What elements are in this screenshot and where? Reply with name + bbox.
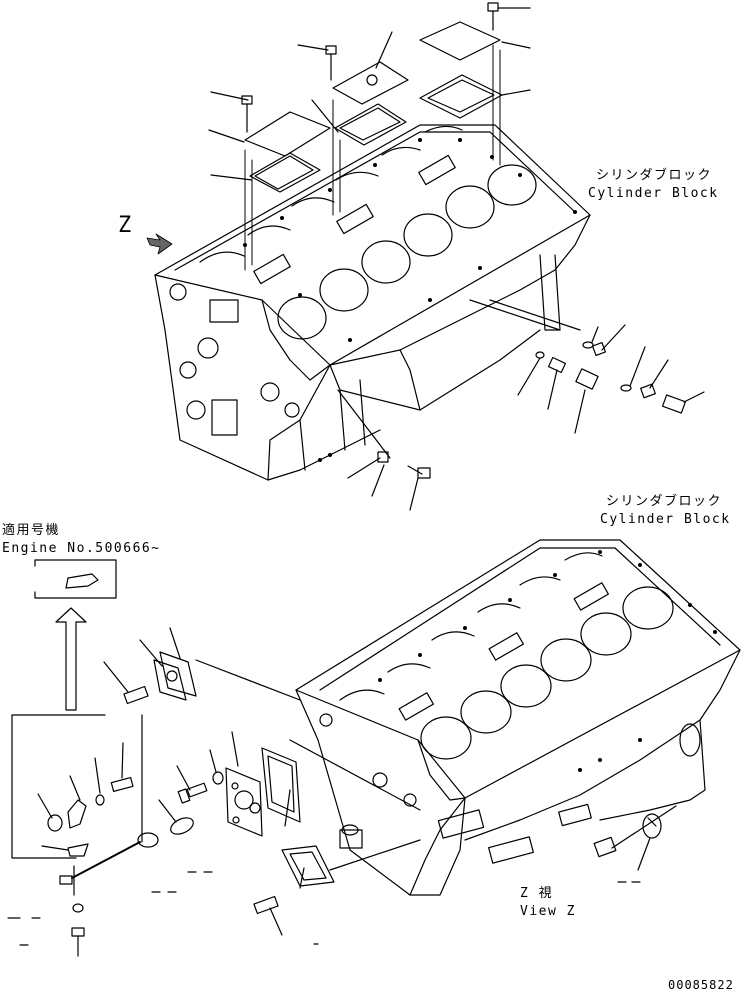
- view-z-arrow: [146, 233, 173, 255]
- dash-markers: [151, 871, 641, 945]
- view-z-label-jp: Z 視: [520, 886, 554, 901]
- engine-number-label: Engine No.500666~: [2, 541, 161, 556]
- cylinder-block-lower: [295, 539, 741, 896]
- drawing-number: 00085822: [668, 978, 734, 992]
- cylinder-block-label-jp-upper: シリンダブロック: [596, 168, 713, 183]
- cylinder-block-label-en-lower: Cylinder Block: [600, 512, 731, 527]
- applicable-engine-label-jp: 適用号機: [2, 523, 61, 538]
- view-z-letter: Z: [118, 213, 133, 238]
- applicable-engine-box: [7, 559, 143, 957]
- cylinder-block-upper: [154, 2, 591, 481]
- exploded-cover-parts-lower: [59, 627, 421, 936]
- cylinder-block-label-jp-lower: シリンダブロック: [606, 494, 723, 509]
- sensor-parts-upper: [337, 324, 705, 511]
- view-z-label-en: View Z: [520, 904, 576, 919]
- cylinder-block-label-en-upper: Cylinder Block: [588, 186, 719, 201]
